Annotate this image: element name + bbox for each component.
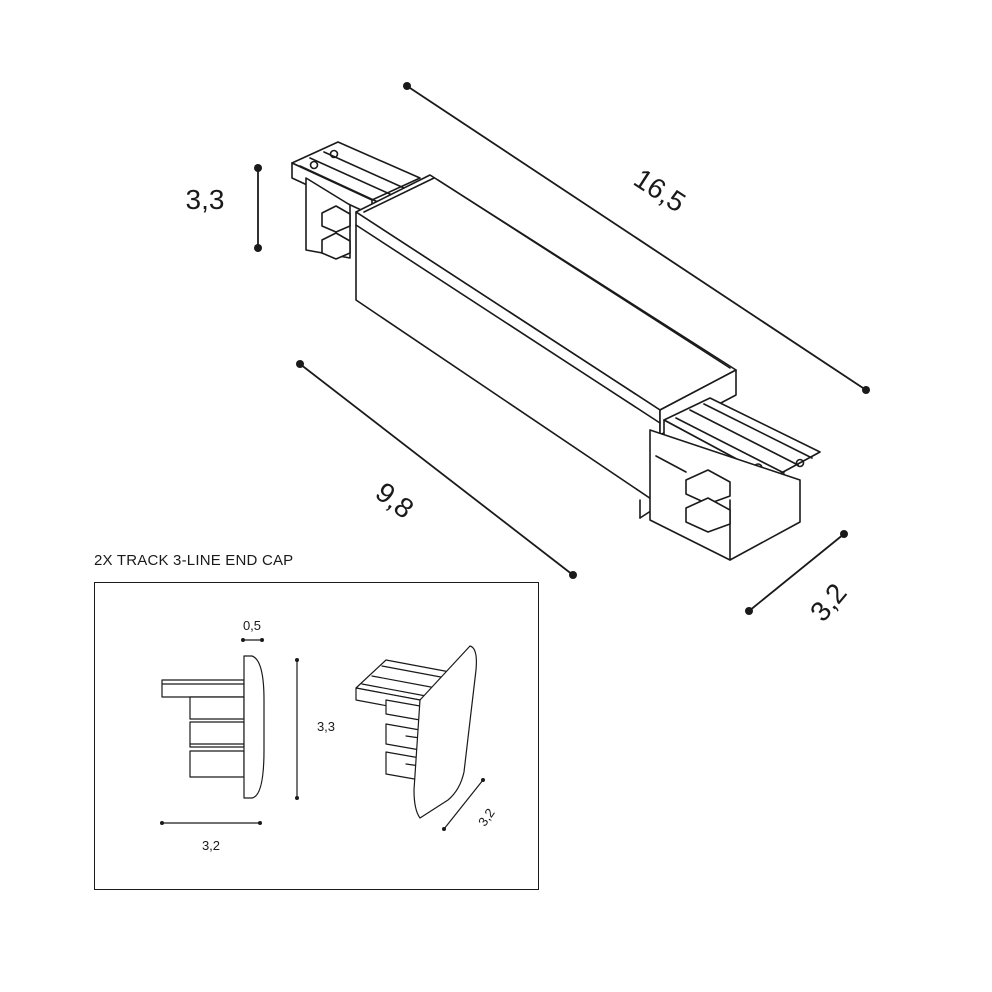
end-cap-side-view	[162, 656, 264, 798]
dimension-cap-height: 3,3	[295, 658, 335, 800]
dimension-body-length-label: 9,8	[370, 476, 420, 524]
right-rail-end	[650, 398, 820, 560]
dimension-cap-depth: 3,2	[160, 821, 262, 853]
end-cap-detail-frame	[95, 583, 539, 890]
end-cap-isometric-view	[356, 646, 476, 818]
dimension-width-label: 3,2	[804, 577, 853, 627]
dimension-height: 3,3	[186, 164, 262, 252]
dimension-cap-height-label: 3,3	[317, 719, 335, 734]
dimension-width: 3,2	[745, 530, 853, 627]
dimension-cap-width-label: 3,2	[475, 806, 498, 829]
dimension-height-label: 3,3	[186, 184, 225, 215]
end-cap-caption: 2X TRACK 3-LINE END CAP	[94, 552, 293, 569]
dimension-cap-depth-label: 3,2	[202, 838, 220, 853]
dimension-cap-thickness: 0,5	[241, 618, 264, 642]
dimension-cap-thickness-label: 0,5	[243, 618, 261, 633]
dimension-length-label: 16,5	[628, 163, 691, 219]
